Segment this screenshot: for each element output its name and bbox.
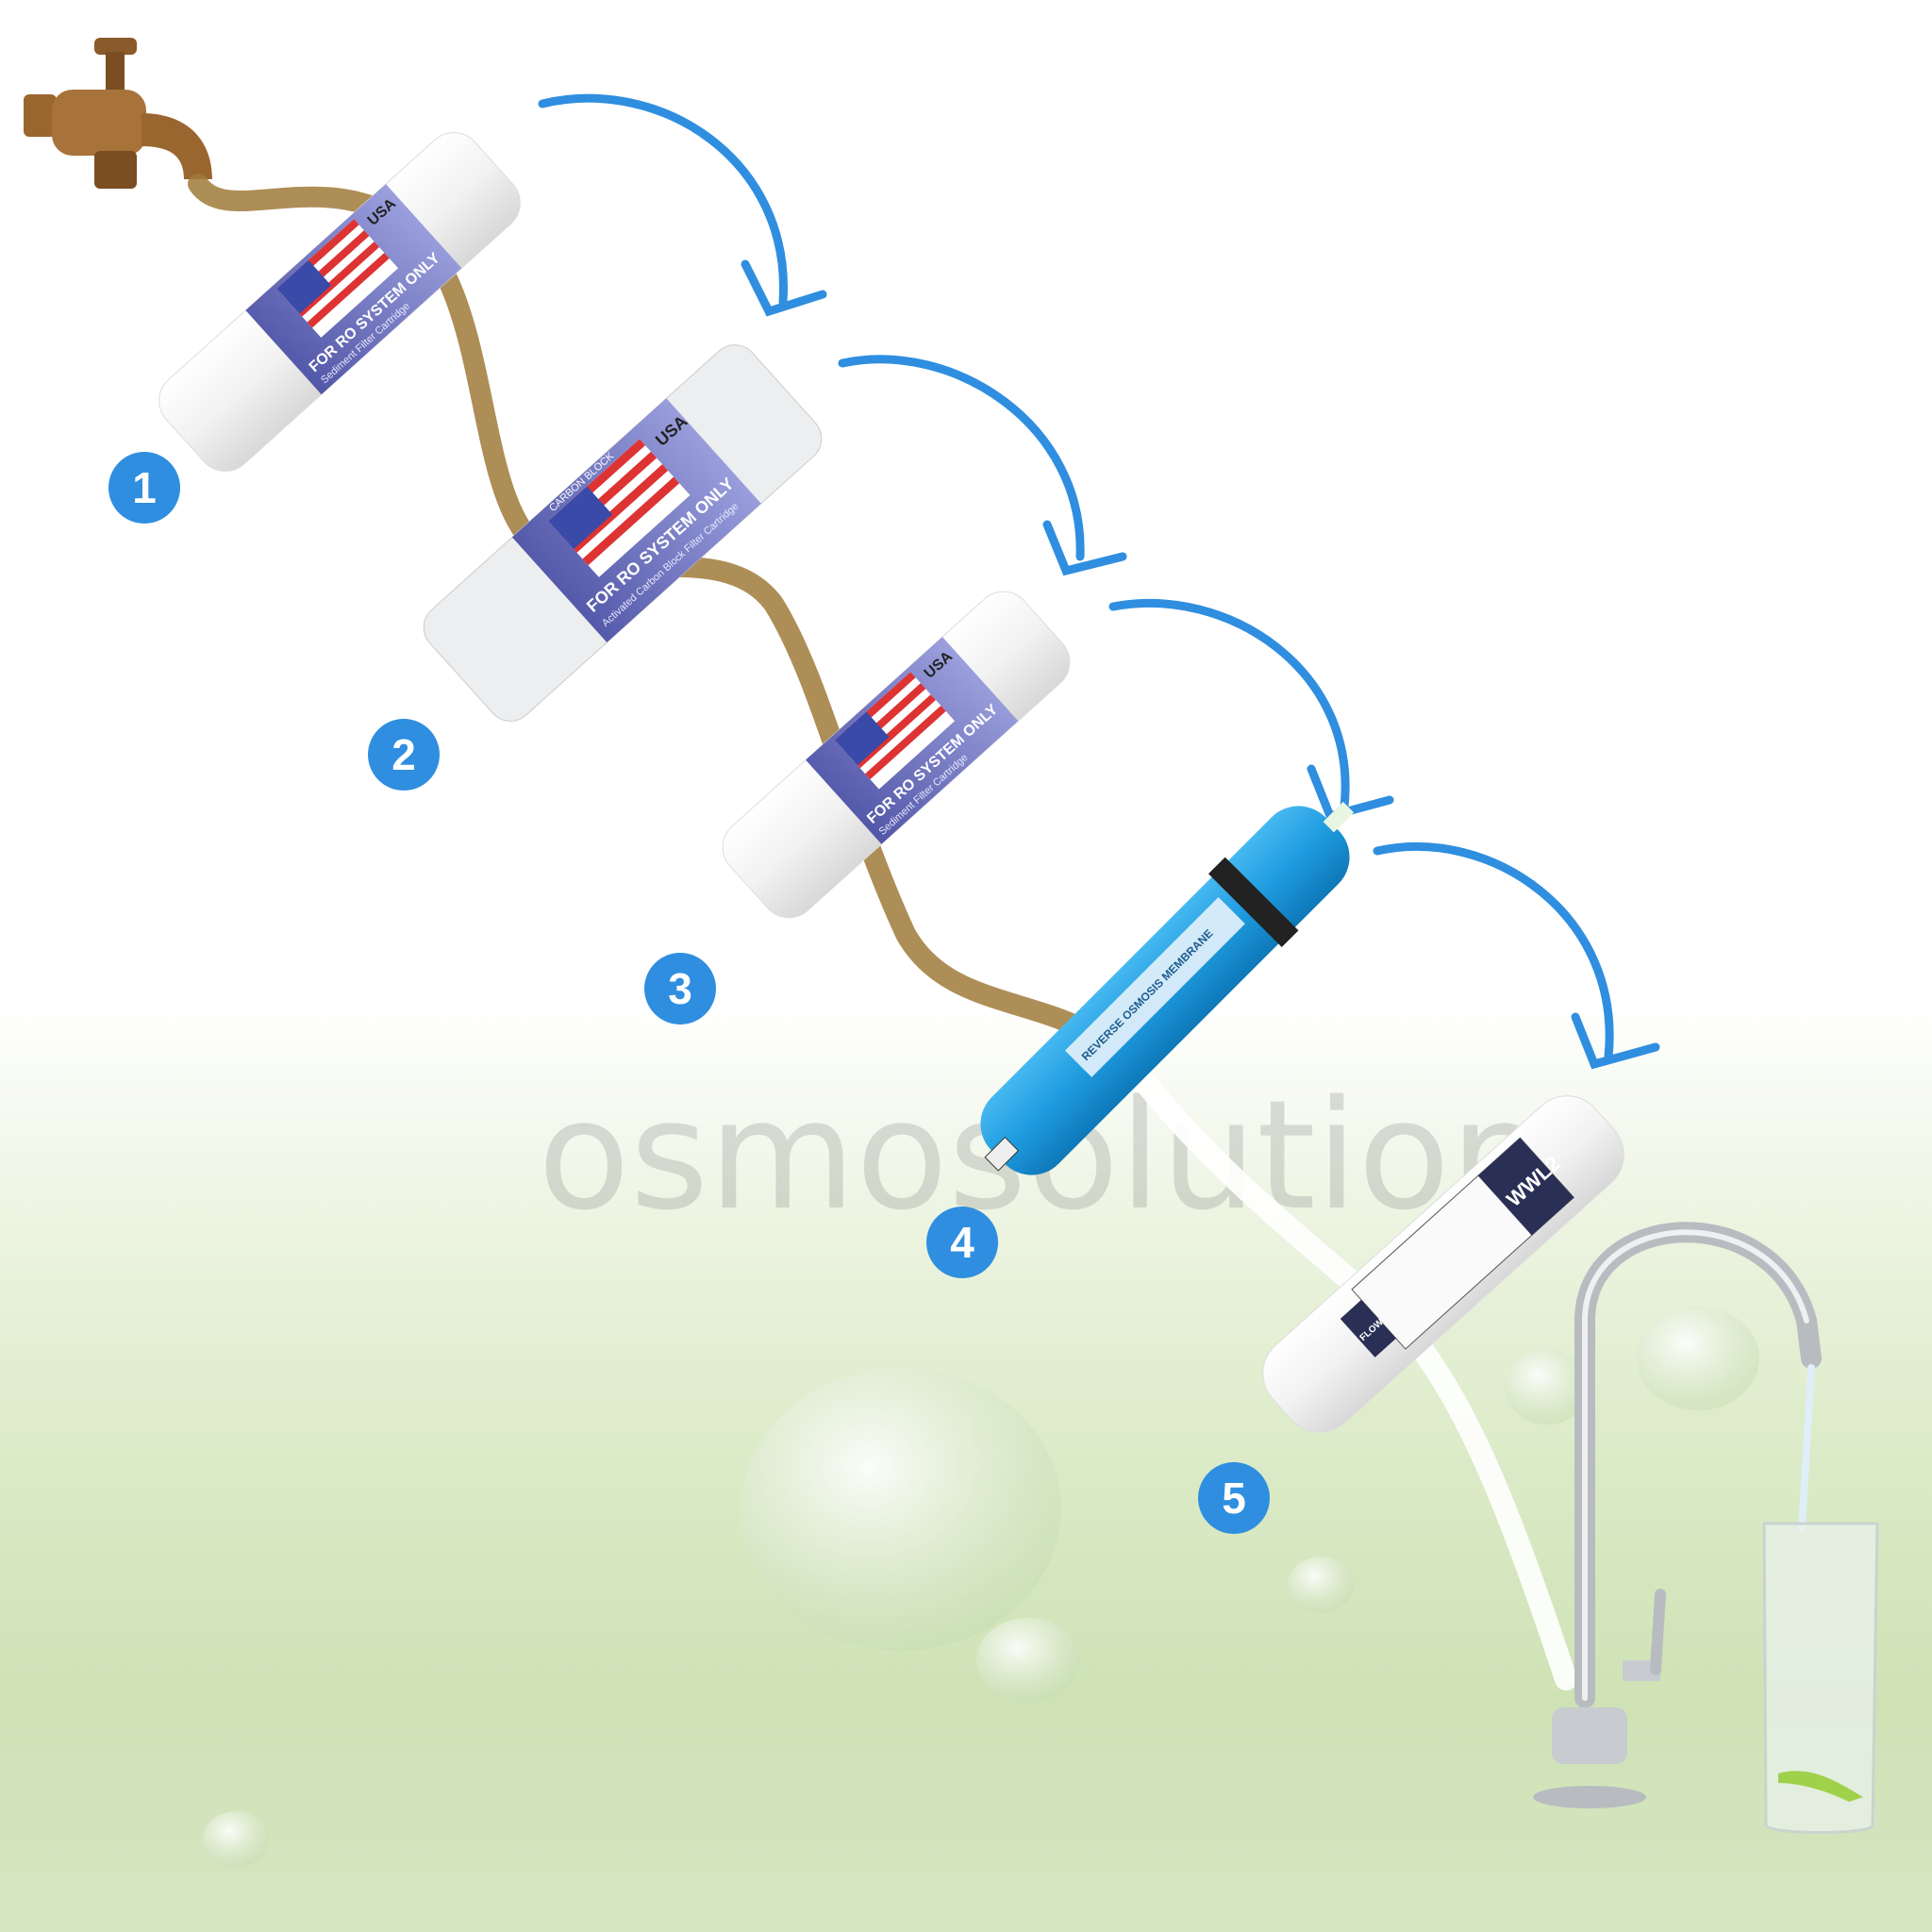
step-number: 2 xyxy=(391,730,416,779)
cartridge-3-sediment: FOR RO SYSTEM ONLY USA Sediment Filter C… xyxy=(722,591,1071,919)
step-badge-3: 3 xyxy=(644,953,716,1024)
step-number: 3 xyxy=(668,964,692,1013)
step-number: 4 xyxy=(950,1218,974,1267)
arrow-1-to-2 xyxy=(538,93,788,307)
flow-arrows xyxy=(538,93,1660,1070)
glass-of-water-icon xyxy=(1762,1522,1879,1834)
arrow-3-to-4 xyxy=(1108,598,1350,811)
arrow-4-to-5 xyxy=(1373,842,1614,1061)
tap-icon xyxy=(24,38,212,189)
cartridge-5-post-filter: WWL2 FLOW xyxy=(1262,1095,1624,1433)
step-number: 1 xyxy=(132,463,157,512)
drinking-faucet-icon xyxy=(1533,1222,1822,1808)
step-badge-5: 5 xyxy=(1198,1462,1270,1534)
step-badge-4: 4 xyxy=(926,1207,998,1278)
step-number: 5 xyxy=(1222,1474,1246,1523)
cartridge-4-ro-membrane: REVERSE OSMOSIS MEMBRANE xyxy=(980,801,1355,1175)
background-water-drops xyxy=(203,1307,1759,1868)
arrow-2-to-3 xyxy=(838,355,1085,561)
step-badge-2: 2 xyxy=(368,719,440,791)
step-badge-1: 1 xyxy=(108,452,180,524)
